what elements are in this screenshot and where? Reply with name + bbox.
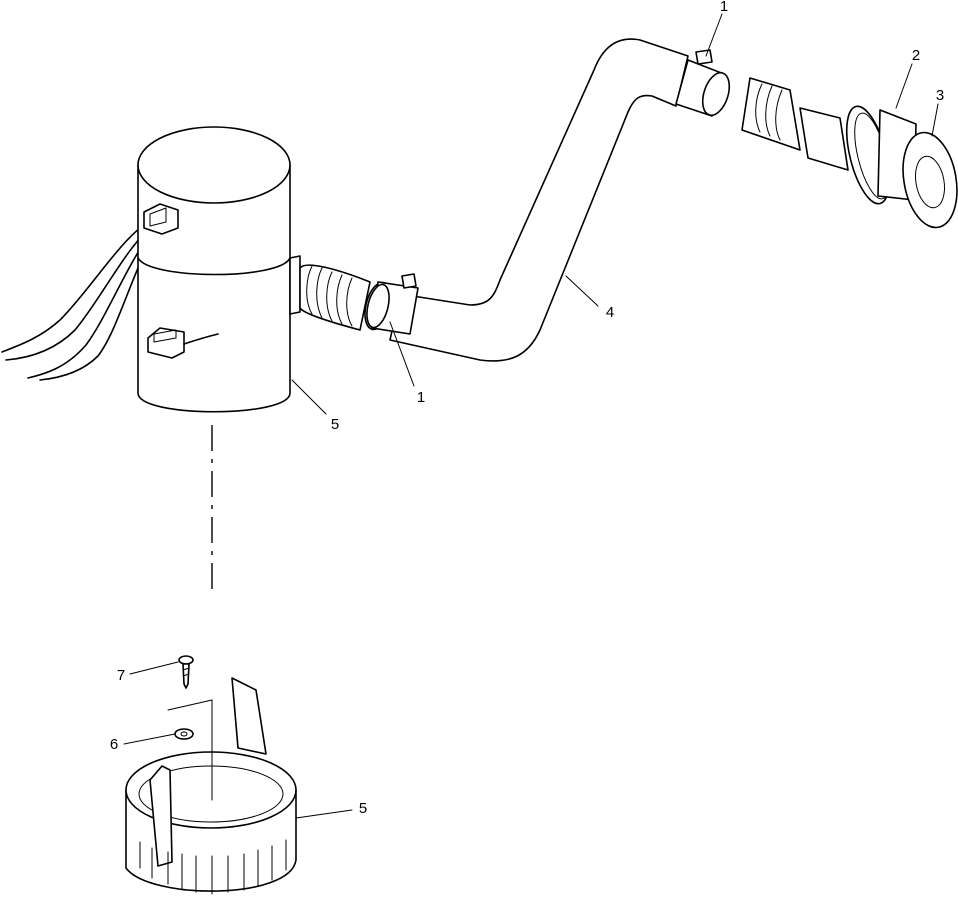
strainer-slots <box>139 839 287 895</box>
callout-pump-base: 5 <box>359 800 367 817</box>
pump-latch <box>147 327 219 359</box>
pump-strainer-base <box>125 677 297 895</box>
hose-corrugated-end <box>299 264 371 331</box>
callout-thru-hull-fitting: 3 <box>936 87 944 104</box>
hose-clamp-upper <box>675 49 731 117</box>
pump-body <box>137 126 301 413</box>
wire-connector <box>143 203 179 235</box>
callout-clamp-lower: 1 <box>417 389 425 406</box>
thru-hull-flange <box>902 131 958 229</box>
washer <box>174 728 194 740</box>
callout-clamp-upper: 1 <box>720 0 728 15</box>
callout-screw: 7 <box>117 667 125 684</box>
thru-hull-fitting <box>741 77 958 229</box>
callout-hose: 4 <box>606 304 614 321</box>
discharge-hose <box>389 38 689 362</box>
leader-lines <box>123 13 939 819</box>
callout-pump: 5 <box>331 416 339 433</box>
hose-clamp-lower <box>364 273 419 335</box>
mounting-screw <box>178 655 194 689</box>
callout-washer: 6 <box>110 736 118 753</box>
callout-thru-hull-nut: 2 <box>912 47 920 64</box>
pump-wires <box>1 221 155 381</box>
